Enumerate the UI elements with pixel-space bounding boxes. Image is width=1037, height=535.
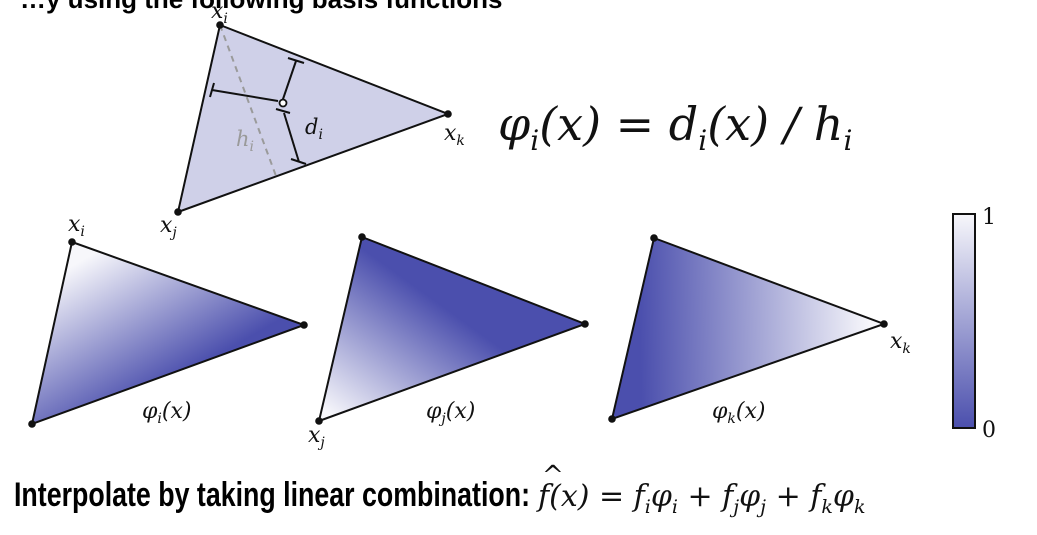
vertex-dot <box>581 320 589 328</box>
sample-point-icon <box>278 98 288 108</box>
top-triangle <box>176 23 451 214</box>
top-heading-fragment: …y using the following basis functions <box>20 0 502 14</box>
triangle-phi-j <box>317 235 588 423</box>
basis-triangle-k: xk φk(x) <box>608 234 911 427</box>
triangle-phi-k <box>610 236 887 421</box>
label-phi-k: φk(x) <box>712 399 765 427</box>
vertex-dot <box>315 417 323 425</box>
top-label-xi: xi <box>211 0 228 27</box>
interpolation-formula: f(x) = fiφi + fjφj + fkφk <box>536 479 865 518</box>
label-xi: xi <box>68 212 85 240</box>
bottom-heading: Interpolate by taking linear combination… <box>14 476 530 514</box>
colorbar-gradient <box>952 213 976 429</box>
label-xj: xj <box>308 423 325 451</box>
label-xk: xk <box>890 329 911 357</box>
top-label-xk: xk <box>444 121 465 149</box>
vertex-dot <box>300 321 308 329</box>
vertex-dot <box>880 320 888 328</box>
label-phi-j: φj(x) <box>426 399 475 427</box>
top-triangle-group: xi xk xj hi di <box>160 0 465 241</box>
label-phi-i: φi(x) <box>142 399 191 427</box>
colorbar-max-label: 1 <box>982 205 996 230</box>
vertex-xk-dot <box>444 110 452 118</box>
basis-triangle-i: xi φi(x) <box>28 212 308 428</box>
height-label: hi <box>236 127 254 155</box>
colorbar: 1 0 <box>952 205 996 443</box>
basis-triangle-j: xj φj(x) <box>308 233 589 451</box>
top-label-xj: xj <box>160 213 177 241</box>
vertex-xj-dot <box>174 208 182 216</box>
vertex-dot <box>608 415 616 423</box>
vertex-dot <box>68 238 76 246</box>
vertex-xi-dot <box>216 21 224 29</box>
vertex-dot <box>28 420 36 428</box>
height-dashed-line <box>219 24 277 177</box>
hat-accent: ^ <box>542 461 564 491</box>
triangle-phi-i <box>30 240 307 426</box>
vertex-dot <box>650 234 658 242</box>
distance-measure-icon <box>275 57 307 165</box>
vertex-dot <box>358 233 366 241</box>
basis-formula: φi(x) = di(x) / hi <box>498 97 852 157</box>
colorbar-min-label: 0 <box>982 418 996 443</box>
distance-label: di <box>305 115 323 143</box>
edge-measure-icon <box>209 82 279 102</box>
